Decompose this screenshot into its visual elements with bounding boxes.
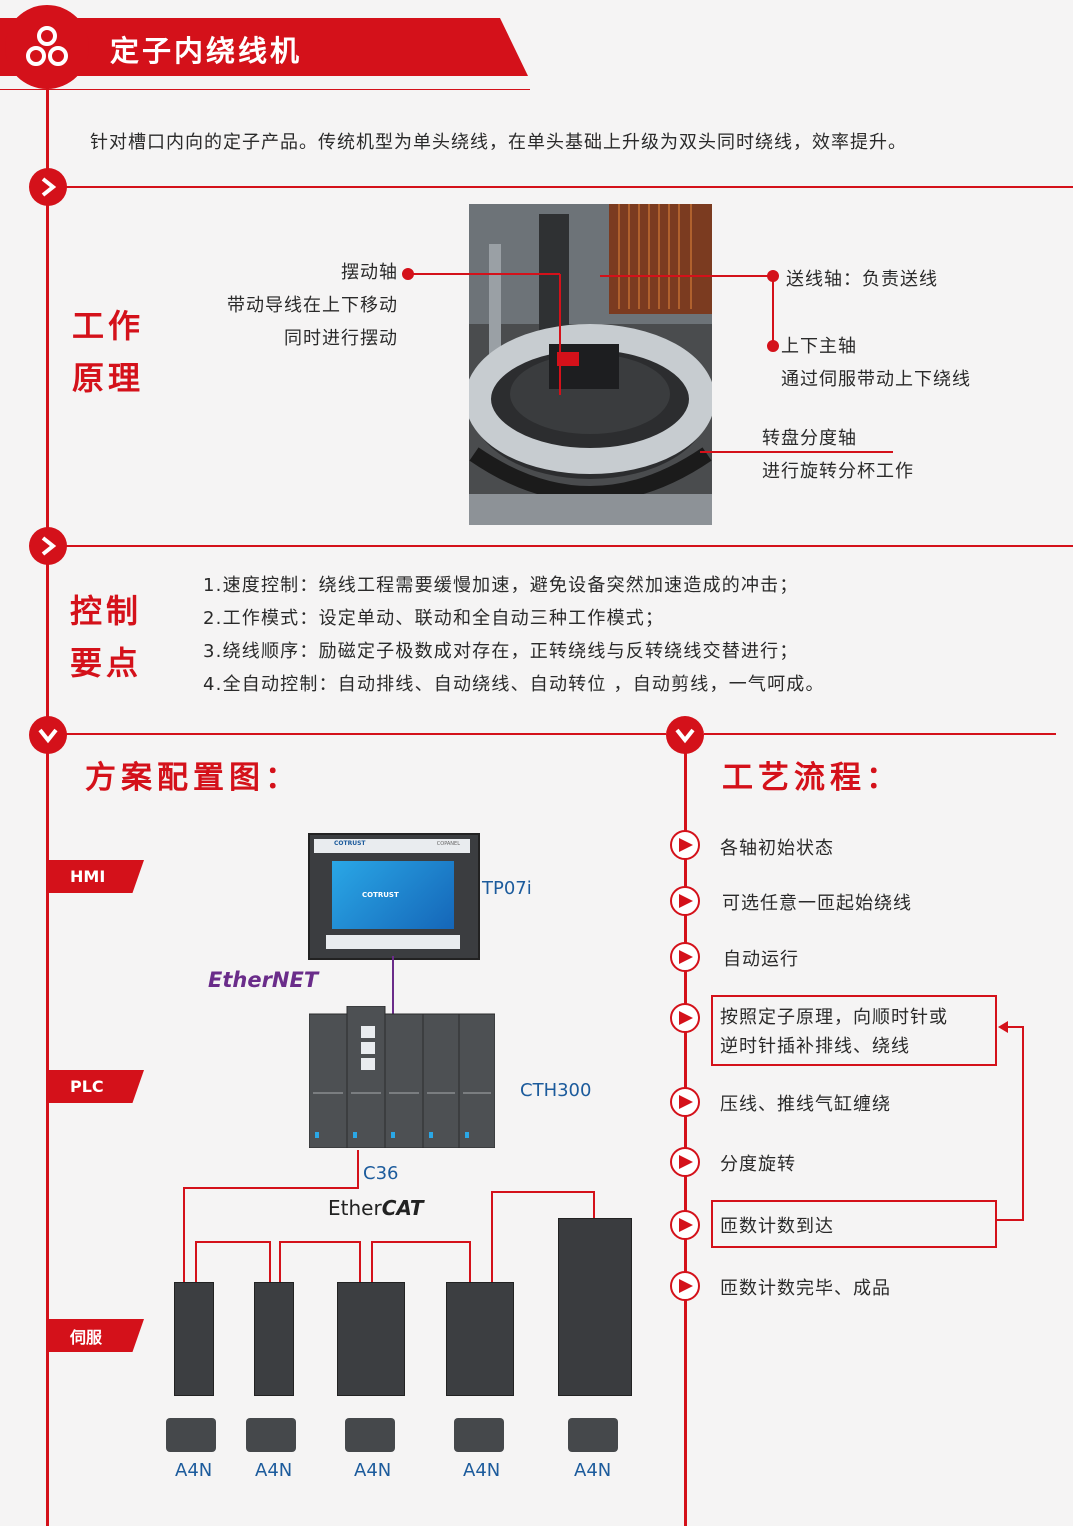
title-banner [0, 5, 530, 90]
list-item: 4.全自动控制：自动排线、自动绕线、自动转位 ，自动剪线，一气呵成。 [203, 674, 825, 695]
ethercat-wiring [183, 1150, 595, 1282]
hmi-screen-brand: COTRUST [362, 891, 399, 899]
servo-motor-4 [454, 1418, 504, 1452]
config-title: 方案配置图： [85, 760, 301, 796]
servo-drive-2 [254, 1282, 294, 1396]
process-step: 各轴初始状态 [720, 838, 834, 859]
motor-label: A4N [255, 1460, 293, 1481]
pointer-lines [402, 268, 893, 453]
turntable-axis-label: 转盘分度轴 进行旋转分杯工作 [762, 428, 914, 482]
tag-hmi: HMI [48, 860, 144, 893]
hmi-model-label: TP07i [482, 878, 532, 899]
control-points-list: 1.速度控制：绕线工程需要缓慢加速，避免设备突然加速造成的冲击； 2.工作模式：… [203, 569, 825, 701]
motor-label: A4N [574, 1460, 612, 1481]
ethernet-logo: EtherNET [208, 968, 319, 992]
section-marker-3 [29, 716, 67, 754]
servo-drive-4 [446, 1282, 514, 1396]
servo-drive-1 [174, 1282, 214, 1396]
list-item: 3.绕线顺序：励磁定子极数成对存在，正转绕线与反转绕线交替进行； [203, 641, 799, 662]
swing-axis-label: 摆动轴 带动导线在上下移动 同时进行摆动 [227, 262, 398, 349]
divider [66, 545, 1073, 547]
section-marker-1 [29, 168, 67, 206]
feed-axis-label: 送线轴：负责送线 [786, 269, 938, 290]
machine-photo [469, 204, 712, 525]
chevron-down-icon [675, 728, 695, 744]
page-title: 定子内绕线机 [110, 34, 303, 68]
process-step-box [711, 995, 997, 1066]
ethercat-logo: EtherCAT [328, 1196, 424, 1220]
list-item: 2.工作模式：设定单动、联动和全自动三种工作模式； [203, 608, 665, 629]
motor-label: A4N [463, 1460, 501, 1481]
servo-drive-5 [558, 1218, 632, 1396]
process-step: 可选任意一匝起始绕线 [722, 893, 912, 914]
motor-label: A4N [354, 1460, 392, 1481]
chevron-right-icon [41, 536, 57, 556]
process-step: 按照定子原理，向顺时针或 逆时针插补排线、绕线 [720, 1007, 948, 1057]
hmi-brand: COTRUST [334, 840, 366, 847]
tag-servo: 伺服 [48, 1319, 144, 1352]
intro-text: 针对槽口内向的定子产品。传统机型为单头绕线，在单头基础上升级为双头同时绕线，效率… [90, 132, 907, 153]
plc-device [308, 1005, 496, 1149]
servo-motor-1 [166, 1418, 216, 1452]
timeline-line [46, 88, 49, 1526]
process-step: 分度旋转 [720, 1154, 796, 1175]
list-item: 1.速度控制：绕线工程需要缓慢加速，避免设备突然加速造成的冲击； [203, 575, 799, 596]
hmi-panel-label: COPANEL [436, 841, 460, 847]
plc-cpu-label: C36 [363, 1163, 399, 1184]
divider [66, 733, 666, 735]
divider [66, 186, 1073, 188]
section-marker-2 [29, 527, 67, 565]
tri-circle-logo-icon [26, 26, 68, 66]
servo-motor-5 [568, 1418, 618, 1452]
plc-model-label: CTH300 [520, 1080, 592, 1101]
process-step: 匝数计数到达 [720, 1216, 834, 1237]
section-marker-4 [666, 716, 704, 754]
loop-arrow [996, 1021, 1024, 1221]
process-step: 自动运行 [723, 949, 799, 970]
control-points-heading: 控制 要点 [70, 592, 143, 682]
process-title: 工艺流程： [722, 760, 902, 796]
work-principle-heading: 工作 原理 [72, 307, 145, 397]
ethernet-line [392, 956, 394, 1014]
spindle-axis-label: 上下主轴 通过伺服带动上下绕线 [781, 336, 971, 390]
process-step: 匝数计数完毕、成品 [720, 1278, 891, 1299]
process-icons [670, 830, 700, 1301]
process-line [684, 750, 687, 1526]
hmi-device: COTRUST COPANEL COTRUST [308, 833, 480, 960]
motor-label: A4N [175, 1460, 213, 1481]
chevron-down-icon [38, 728, 58, 744]
process-step: 压线、推线气缸缠绕 [720, 1094, 891, 1115]
chevron-right-icon [41, 177, 57, 197]
servo-drive-3 [337, 1282, 405, 1396]
servo-motor-3 [345, 1418, 395, 1452]
servo-motor-2 [246, 1418, 296, 1452]
process-step-box [711, 1200, 997, 1248]
divider [704, 733, 1056, 735]
tag-plc: PLC [48, 1070, 144, 1103]
